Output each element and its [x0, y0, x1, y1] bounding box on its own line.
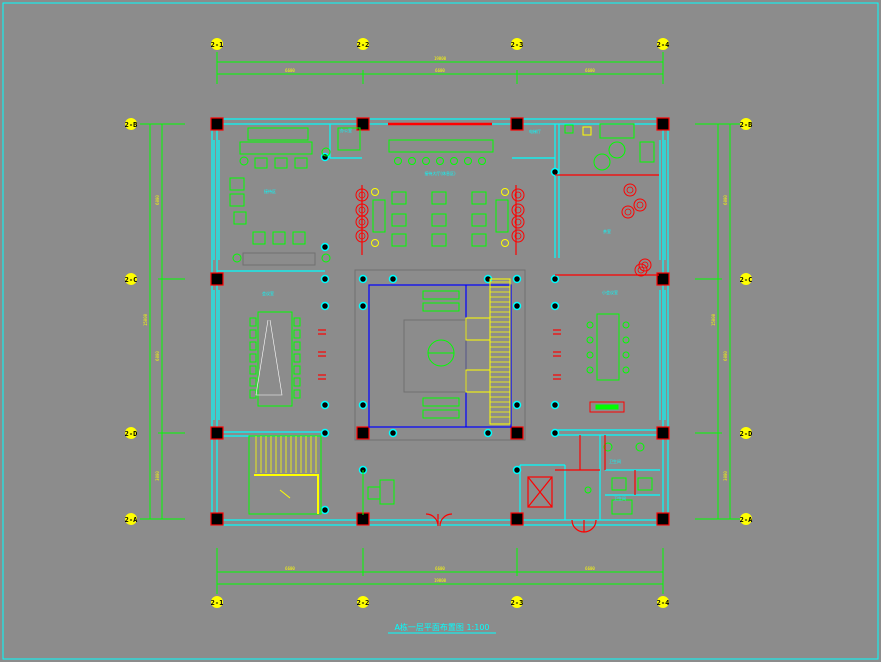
plant	[634, 263, 648, 277]
dim-left-seg: 6000	[155, 351, 160, 361]
column	[656, 272, 670, 286]
grid-bubble-label: 2-3	[511, 41, 524, 49]
dimension-lines	[140, 52, 740, 594]
grid-bubble	[740, 273, 752, 285]
column	[656, 426, 670, 440]
grid-bubble-label: 2-1	[211, 599, 224, 607]
furniture	[229, 123, 655, 515]
dim-left-total: 15000	[143, 313, 148, 326]
dim-top-seg: 6600	[585, 68, 595, 73]
plant	[355, 215, 369, 229]
dim-top-seg: 6600	[435, 68, 445, 73]
plant	[355, 229, 369, 243]
column	[510, 512, 524, 526]
plant	[511, 229, 525, 243]
dim-right-seg: 3000	[723, 471, 728, 481]
grid-bubble	[657, 596, 669, 608]
grid-bubble	[511, 596, 523, 608]
plant	[371, 188, 379, 196]
plant	[511, 215, 525, 229]
red-partitions	[318, 122, 659, 533]
structural-columns	[210, 117, 670, 526]
grid-bubble-label: 2-4	[657, 41, 670, 49]
dim-right-total: 15000	[711, 313, 716, 326]
grid-bubble	[211, 596, 223, 608]
dim-right-seg: 6000	[723, 351, 728, 361]
grid-bubble	[357, 38, 369, 50]
grid-bubble-label: 2-C	[740, 276, 753, 284]
plant	[633, 198, 647, 212]
column	[656, 512, 670, 526]
grid-bubble	[740, 118, 752, 130]
potted-plants	[355, 183, 652, 277]
dim-bottom-total: 19800	[434, 578, 447, 583]
grid-bubble	[125, 513, 137, 525]
grid-bubble	[125, 273, 137, 285]
column	[356, 117, 370, 131]
dim-bottom-seg: 6600	[435, 566, 445, 571]
plant	[501, 188, 509, 196]
grid-bubble-label: 2-4	[657, 599, 670, 607]
column	[210, 512, 224, 526]
grid-bubble-label: 2-2	[357, 41, 370, 49]
plant	[511, 203, 525, 217]
grid-bubble	[125, 427, 137, 439]
grid-bubble-label: 2-B	[125, 121, 138, 129]
column	[656, 117, 670, 131]
grid-bubble-label: 2-C	[125, 276, 138, 284]
plant	[623, 183, 637, 197]
plant	[355, 188, 369, 202]
drawing-title: A栋一层平面布置图 1:100	[394, 622, 489, 632]
room-label: 卫生间	[609, 458, 621, 464]
grid-bubble	[125, 118, 137, 130]
column	[210, 426, 224, 440]
dim-top-seg: 6600	[285, 68, 295, 73]
room-label: 电梯厅	[529, 128, 541, 134]
plant	[621, 205, 635, 219]
dim-left-seg: 3000	[155, 471, 160, 481]
plant	[638, 258, 652, 272]
column	[356, 426, 370, 440]
grid-bubble	[357, 596, 369, 608]
grid-bubble	[740, 513, 752, 525]
room-label: 接待区	[264, 188, 276, 194]
grid-bubble	[511, 38, 523, 50]
dim-bottom-seg: 6600	[285, 566, 295, 571]
grid-bubble-label: 2-3	[511, 599, 524, 607]
grid-bubble	[657, 38, 669, 50]
column	[210, 272, 224, 286]
grid-bubble-label: 2-1	[211, 41, 224, 49]
column	[510, 117, 524, 131]
room-label: 接待大厅(休息区)	[424, 170, 456, 176]
grid-bubble-label: 2-A	[740, 516, 753, 524]
grid-bubble-label: 2-D	[740, 430, 753, 438]
grid-bubble	[740, 427, 752, 439]
column	[510, 426, 524, 440]
room-label: 茶室	[603, 228, 611, 234]
column	[210, 117, 224, 131]
main-stair	[248, 435, 322, 515]
grid-bubble	[211, 38, 223, 50]
dim-top-total: 19800	[434, 56, 447, 61]
plant	[511, 188, 525, 202]
room-label: 会议室	[262, 290, 274, 296]
dim-right-seg: 6000	[723, 195, 728, 205]
atrium-stair	[465, 278, 511, 425]
dim-left-seg: 6000	[155, 195, 160, 205]
grid-bubble-label: 2-B	[740, 121, 753, 129]
grid-bubble-label: 2-A	[125, 516, 138, 524]
room-label: 小会议室	[602, 289, 618, 295]
plant	[371, 239, 379, 247]
exterior-walls	[211, 118, 669, 526]
room-label: 办公室	[340, 127, 352, 133]
dim-bottom-seg: 6600	[585, 566, 595, 571]
plant	[501, 239, 509, 247]
room-label: 卫生间	[614, 495, 626, 501]
grid-bubble-label: 2-D	[125, 430, 138, 438]
grid-bubble-label: 2-2	[357, 599, 370, 607]
atrium-inner	[354, 269, 526, 441]
